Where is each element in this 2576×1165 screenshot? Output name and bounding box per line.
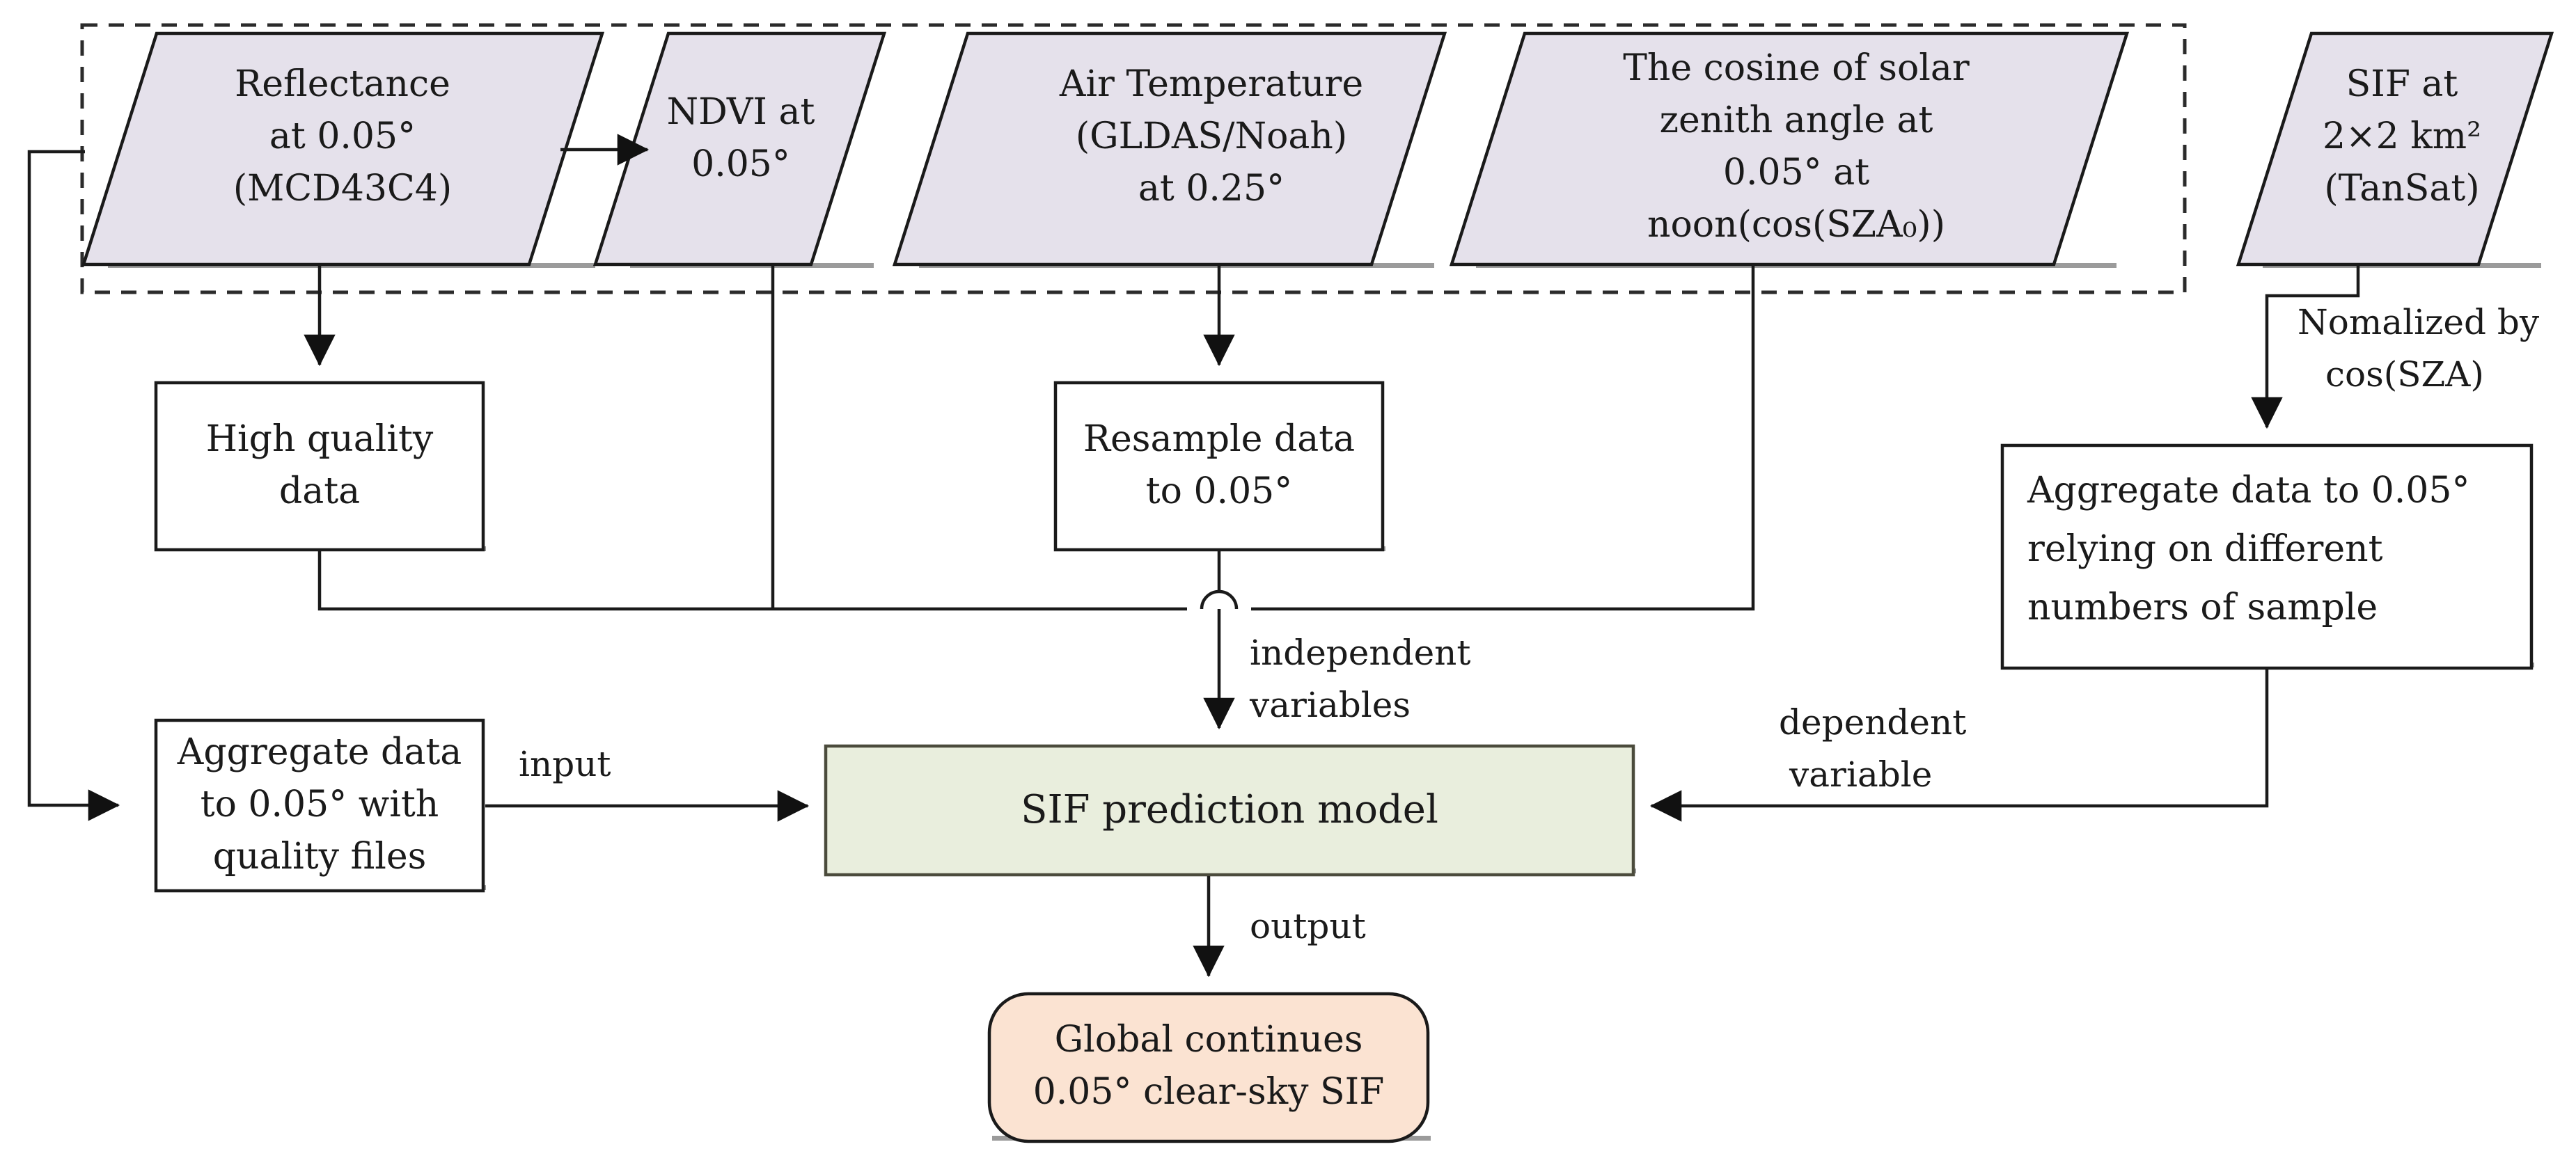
edge-cos-sza-to-bus <box>1251 266 1755 611</box>
node-high-quality[interactable] <box>154 381 485 552</box>
node-aggregate-quality-line-0: Aggregate data <box>177 731 462 773</box>
edge-aggregate-sif-to-model <box>1649 669 2269 822</box>
node-model[interactable] <box>824 744 1635 877</box>
node-cos-sza-line-1: zenith angle at <box>1660 100 1933 141</box>
node-cos-sza-line-2: 0.05° at <box>1723 152 1869 193</box>
edge-label-dependent-line-1: variable <box>1789 754 1932 795</box>
edge-line-hop <box>1200 589 1239 610</box>
edge-label-input: input <box>519 744 611 784</box>
edge-reflectance-loop-to-aggregate <box>27 150 120 821</box>
edges <box>27 134 2360 978</box>
node-output-line-0: Global continues <box>1055 1019 1363 1061</box>
node-sif-tansat[interactable] <box>2236 31 2554 267</box>
node-aggregate-quality[interactable] <box>154 718 485 893</box>
node-model-label: SIF prediction model <box>1021 787 1438 832</box>
node-sif-tansat-line-1: 2×2 km² <box>2323 116 2481 157</box>
node-reflectance-line-0: Reflectance <box>235 63 450 105</box>
node-ndvi-line-0: NDVI at <box>667 91 815 133</box>
node-cos-sza-line-0: The cosine of solar <box>1623 47 1970 89</box>
edge-label-dependent-line-0: dependent <box>1779 702 1966 743</box>
node-ndvi[interactable] <box>592 31 887 267</box>
node-resample-line-1: to 0.05° <box>1146 470 1293 512</box>
node-air-temperature[interactable] <box>892 31 1447 267</box>
node-reflectance-line-1: at 0.05° <box>269 116 416 157</box>
node-aggregate-sif[interactable] <box>2000 443 2534 670</box>
node-aggregate-quality-line-1: to 0.05° with <box>201 784 439 825</box>
node-aggregate-sif-line-1: relying on different <box>2027 528 2383 570</box>
node-aggregate-sif-line-2: numbers of sample <box>2027 587 2378 628</box>
node-high-quality-line-0: High quality <box>206 418 434 460</box>
node-cos-sza[interactable] <box>1449 31 2130 267</box>
node-output[interactable] <box>987 992 1430 1143</box>
node-ndvi-line-1: 0.05° <box>691 143 790 185</box>
node-air-temperature-line-2: at 0.25° <box>1138 168 1285 209</box>
edge-label-independent-line-0: independent <box>1250 633 1470 673</box>
edge-high-quality-to-bus <box>317 551 1187 611</box>
node-reflectance[interactable] <box>81 31 605 267</box>
node-aggregate-sif-line-0: Aggregate data to 0.05° <box>2027 470 2469 512</box>
node-sif-tansat-line-0: SIF at <box>2346 63 2458 105</box>
edge-sif-tansat-to-aggregate <box>2251 266 2360 429</box>
node-resample[interactable] <box>1053 381 1385 552</box>
node-resample-line-0: Resample data <box>1083 418 1355 460</box>
node-cos-sza-line-3: noon(cos(SZA₀)) <box>1647 204 1945 246</box>
edge-label-independent-line-1: variables <box>1249 685 1411 725</box>
node-aggregate-quality-line-2: quality files <box>213 836 427 878</box>
node-high-quality-line-1: data <box>279 470 360 512</box>
node-output-line-1: 0.05° clear-sky SIF <box>1033 1071 1385 1113</box>
edge-label-output: output <box>1250 906 1366 946</box>
input-group-dashed-box <box>80 23 2187 294</box>
edge-label-normalized-line-1: cos(SZA) <box>2325 354 2484 395</box>
node-sif-tansat-line-2: (TanSat) <box>2324 168 2479 209</box>
node-air-temperature-line-0: Air Temperature <box>1059 63 1363 105</box>
node-reflectance-line-2: (MCD43C4) <box>233 168 452 209</box>
edge-label-normalized-line-0: Nomalized by <box>2298 302 2540 342</box>
node-air-temperature-line-1: (GLDAS/Noah) <box>1076 116 1347 157</box>
